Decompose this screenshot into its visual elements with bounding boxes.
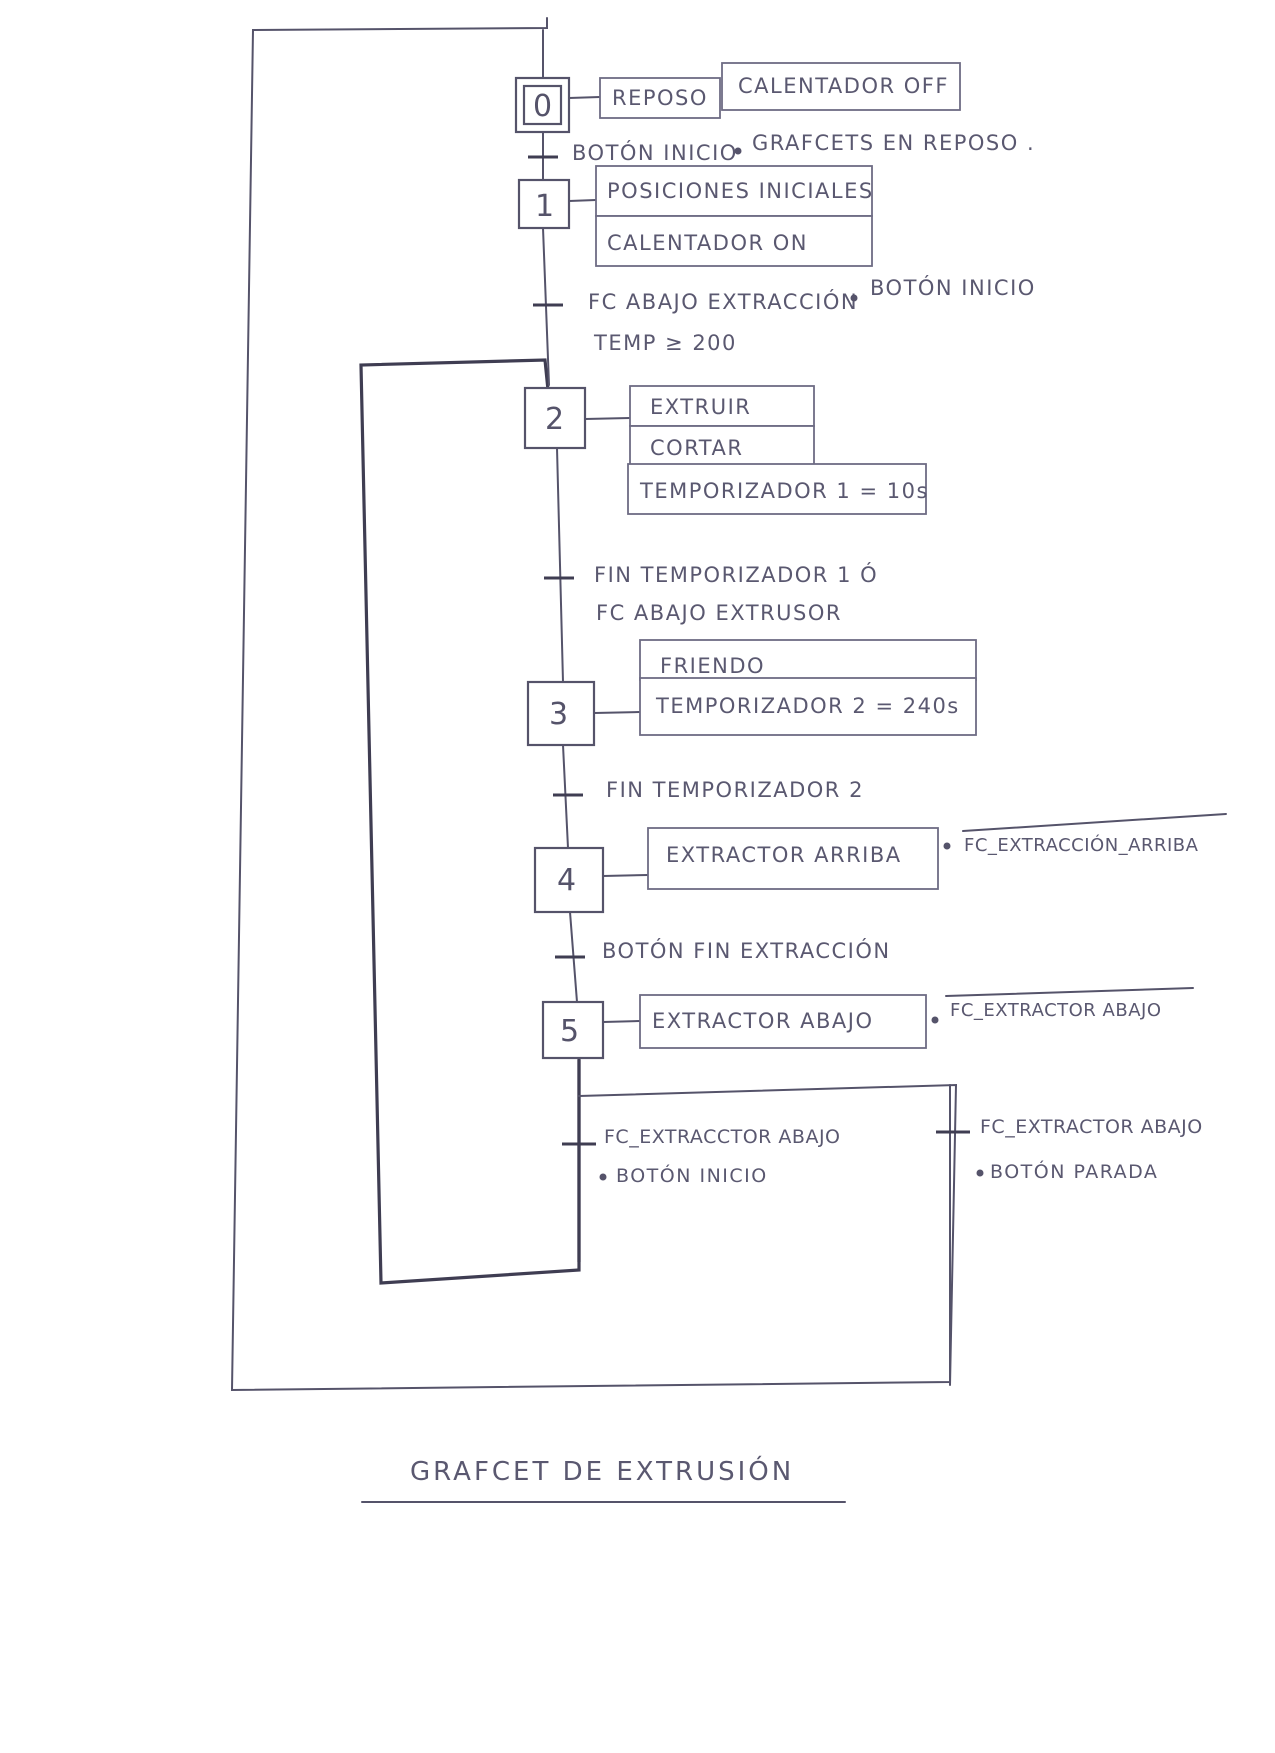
step-4-condition: FC_EXTRACCIÓN_ARRIBA — [964, 834, 1199, 856]
svg-text:FRIENDO: FRIENDO — [660, 654, 765, 678]
step-5-action-1 — [639, 994, 927, 1049]
caption-text: GRAFCET DE EXTRUSIÓN — [410, 1455, 794, 1487]
svg-text:CALENTADOR OFF: CALENTADOR OFF — [738, 74, 949, 98]
transition-3-4: FIN TEMPORIZADOR 2 — [606, 778, 864, 802]
step-4: 4 EXTRACTOR ARRIBA FC_EXTRACCIÓN_ARRIBA — [533, 813, 1227, 914]
svg-text:FIN TEMPORIZADOR 2: FIN TEMPORIZADOR 2 — [606, 778, 864, 802]
svg-text:BOTÓN FIN EXTRACCIÓN: BOTÓN FIN EXTRACCIÓN — [602, 938, 891, 963]
transition-ticks — [528, 155, 970, 1146]
step-2-number: 2 — [545, 402, 566, 437]
step-3-number: 3 — [549, 697, 570, 732]
svg-text:FIN TEMPORIZADOR 1 Ó: FIN TEMPORIZADOR 1 Ó — [594, 562, 878, 587]
transition-4-5: BOTÓN FIN EXTRACCIÓN — [602, 938, 891, 963]
step-1-number: 1 — [535, 189, 556, 224]
svg-text:BOTÓN INICIO: BOTÓN INICIO — [572, 140, 738, 165]
step-2-action-1 — [629, 385, 815, 427]
step-0-action-2 — [721, 62, 961, 111]
step-2: 2 EXTRUIR CORTAR TEMPORIZADOR 1 = 10s — [523, 385, 929, 515]
svg-text:GRAFCETS EN REPOSO .: GRAFCETS EN REPOSO . — [752, 131, 1035, 155]
transition-2-3: FIN TEMPORIZADOR 1 Ó FC ABAJO EXTRUSOR — [594, 562, 878, 625]
step-5-number: 5 — [560, 1014, 581, 1049]
diagram-caption: GRAFCET DE EXTRUSIÓN — [361, 1455, 846, 1503]
svg-text:FC_EXTRACTOR ABAJO: FC_EXTRACTOR ABAJO — [980, 1116, 1203, 1138]
svg-text:TEMPORIZADOR 1 = 10s: TEMPORIZADOR 1 = 10s — [639, 479, 929, 503]
transition-5-2: FC_EXTRACCTOR ABAJO BOTÓN INICIO — [599, 1126, 841, 1187]
svg-text:CORTAR: CORTAR — [650, 436, 743, 460]
transition-0-1: BOTÓN INICIO GRAFCETS EN REPOSO . — [572, 131, 1035, 165]
transition-1-2: FC ABAJO EXTRACCIÓN BOTÓN INICIO TEMP ≥ … — [588, 275, 1036, 355]
step-5-condition: FC_EXTRACTOR ABAJO — [950, 1000, 1162, 1021]
step-0-number: 0 — [533, 89, 554, 124]
svg-text:POSICIONES INICIALES: POSICIONES INICIALES — [607, 179, 874, 203]
step-3: 3 FRIENDO TEMPORIZADOR 2 = 240s — [526, 639, 977, 747]
step-1-action-2 — [595, 215, 873, 267]
svg-text:CALENTADOR ON: CALENTADOR ON — [607, 231, 808, 255]
svg-text:REPOSO: REPOSO — [612, 86, 708, 110]
step-4-action-1 — [647, 827, 939, 890]
svg-text:BOTÓN INICIO: BOTÓN INICIO — [870, 275, 1036, 300]
step-2-action-3 — [627, 463, 927, 515]
svg-text:FC ABAJO EXTRUSOR: FC ABAJO EXTRUSOR — [596, 601, 842, 625]
svg-text:TEMPORIZADOR 2 = 240s: TEMPORIZADOR 2 = 240s — [655, 694, 960, 718]
inner-loop-line — [359, 358, 581, 1285]
step-3-action-2 — [639, 677, 977, 736]
transition-5-0: FC_EXTRACTOR ABAJO BOTÓN PARADA — [976, 1116, 1203, 1183]
step-5: 5 EXTRACTOR ABAJO FC_EXTRACTOR ABAJO — [541, 987, 1194, 1060]
svg-text:EXTRUIR: EXTRUIR — [650, 395, 751, 419]
svg-text:BOTÓN INICIO: BOTÓN INICIO — [616, 1163, 768, 1187]
step-2-action-2 — [629, 425, 815, 467]
svg-text:TEMP ≥ 200: TEMP ≥ 200 — [593, 331, 737, 355]
branch-split — [578, 1083, 958, 1386]
svg-text:FC ABAJO EXTRACCIÓN: FC ABAJO EXTRACCIÓN — [588, 289, 858, 314]
svg-text:BOTÓN PARADA: BOTÓN PARADA — [990, 1159, 1158, 1183]
step-0: 0 REPOSO CALENTADOR OFF — [514, 62, 961, 134]
outer-loop-line — [230, 17, 951, 1392]
step-0-action-1 — [599, 77, 721, 119]
step-4-number: 4 — [557, 863, 578, 898]
svg-text:EXTRACTOR ABAJO: EXTRACTOR ABAJO — [652, 1009, 874, 1033]
svg-text:FC_EXTRACCTOR ABAJO: FC_EXTRACCTOR ABAJO — [604, 1126, 841, 1148]
svg-text:EXTRACTOR ARRIBA: EXTRACTOR ARRIBA — [666, 843, 902, 867]
step-1: 1 POSICIONES INICIALES CALENTADOR ON — [517, 165, 874, 267]
